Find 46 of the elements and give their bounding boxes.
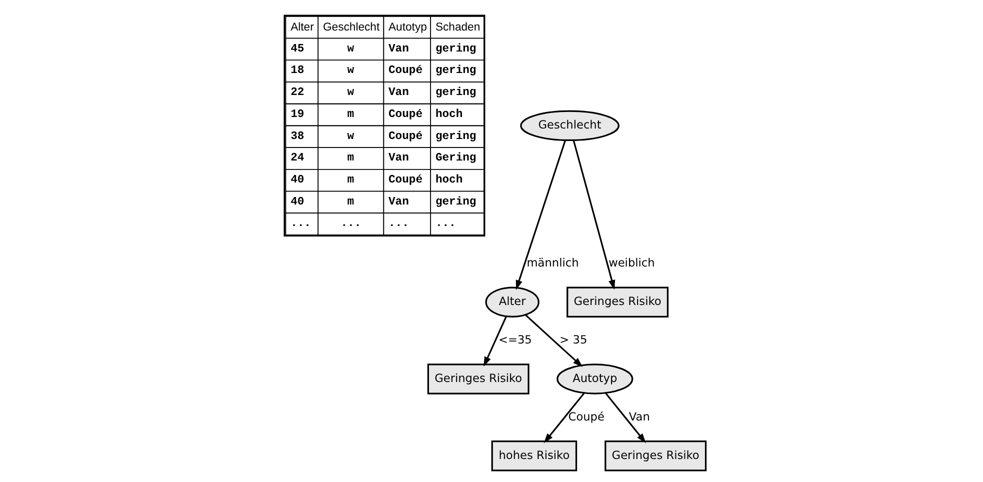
- label: 40: [290, 196, 304, 208]
- label: m: [347, 108, 354, 121]
- label: gering: [435, 65, 476, 78]
- label: m: [347, 196, 354, 208]
- label: 22: [290, 87, 304, 100]
- label: m: [347, 152, 354, 165]
- label: hoch: [435, 108, 463, 121]
- label: Coupé: [388, 108, 423, 121]
- label: Coupé: [388, 130, 423, 143]
- label: Autotyp: [388, 21, 427, 34]
- label: w: [347, 87, 354, 100]
- edge-label: weiblich: [608, 256, 655, 270]
- label: gering: [435, 43, 476, 56]
- label: w: [347, 65, 354, 78]
- label: 38: [290, 130, 304, 143]
- label: Gering: [435, 152, 476, 165]
- label: Van: [388, 152, 409, 165]
- label: Coupé: [388, 174, 423, 186]
- edge-label: <=35: [498, 332, 532, 347]
- label: Van: [388, 87, 409, 100]
- edge-label: > 35: [560, 332, 588, 347]
- edge-label: Coupé: [568, 409, 604, 424]
- label: ...: [340, 218, 362, 230]
- label: ...: [435, 218, 456, 230]
- label: Van: [388, 196, 409, 208]
- label: 40: [290, 174, 304, 186]
- label: Schaden: [435, 21, 480, 34]
- label: m: [347, 174, 354, 186]
- label: 18: [290, 65, 304, 78]
- label: Van: [388, 43, 409, 56]
- label: hoch: [435, 174, 463, 186]
- label: gering: [435, 87, 476, 100]
- label: gering: [435, 130, 476, 143]
- label: ...: [388, 218, 409, 230]
- label: w: [347, 130, 354, 143]
- label: w: [347, 43, 354, 56]
- edge-label: männlich: [526, 256, 579, 270]
- edge-label: Van: [628, 409, 650, 424]
- label: Coupé: [388, 65, 423, 78]
- label: ...: [290, 218, 311, 230]
- label: 45: [290, 43, 304, 56]
- label: Alter: [290, 21, 314, 34]
- label: Geschlecht: [322, 21, 380, 34]
- label: gering: [435, 196, 476, 208]
- label: 24: [290, 152, 304, 165]
- label: 19: [290, 108, 304, 121]
